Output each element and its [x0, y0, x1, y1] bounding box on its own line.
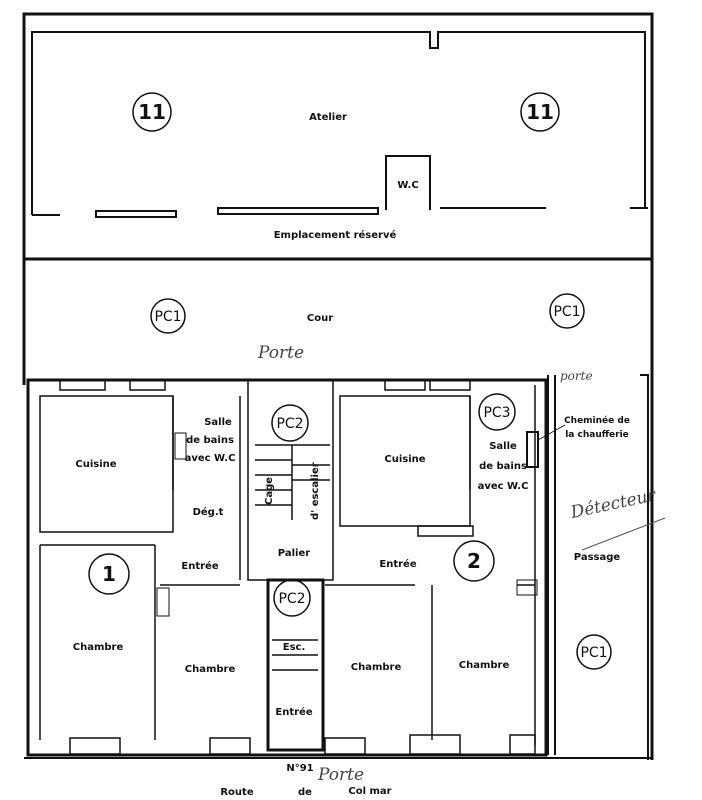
street-number: N°91	[286, 763, 313, 774]
street-name: Route	[220, 787, 253, 798]
bath-label: avec W.C	[478, 481, 529, 492]
unit-11-marker	[132, 92, 172, 132]
unit-number: 11	[526, 100, 554, 124]
landing-label: Palier	[278, 548, 310, 559]
bath-label: Salle	[489, 441, 517, 452]
interior-walls	[39, 379, 536, 755]
pc1-marker	[576, 634, 612, 670]
bath-label: Salle	[204, 417, 232, 428]
courtyard-label: Cour	[307, 313, 333, 324]
detector-arrow	[581, 517, 666, 551]
wc-label: W.C	[397, 180, 418, 191]
apartment-2-marker	[453, 540, 495, 582]
hall-label: Dég.t	[193, 506, 224, 518]
bath-label: de bains	[479, 461, 527, 472]
pc1-marker	[150, 298, 186, 334]
reserved-label: Emplacement réservé	[274, 229, 397, 241]
street-name: de	[298, 787, 312, 798]
pc1-label: PC1	[580, 645, 607, 661]
hatched-ducts	[156, 431, 539, 617]
bedroom-label: Chambre	[351, 662, 402, 673]
chimney	[526, 431, 539, 468]
kitchen-label: Cuisine	[384, 454, 425, 465]
pc2-label: PC2	[276, 416, 303, 432]
workshop-label: Atelier	[309, 112, 347, 123]
bedroom-label: Chambre	[459, 660, 510, 671]
passage-walls	[547, 374, 649, 760]
stair-label: Esc.	[283, 642, 306, 653]
bath-label: avec W.C	[185, 453, 236, 464]
pc1-label: PC1	[553, 304, 580, 320]
pc1-marker	[549, 293, 585, 329]
unit-number: 11	[138, 100, 166, 124]
kitchen-label: Cuisine	[75, 459, 116, 470]
passage-label: Passage	[574, 552, 621, 563]
unit-11-marker	[520, 92, 560, 132]
apartment-number: 1	[102, 562, 116, 586]
pc1-label: PC1	[154, 309, 181, 325]
pc2-label: PC2	[278, 591, 305, 607]
entry-label: Entrée	[181, 560, 218, 572]
entry-label: Entrée	[379, 558, 416, 570]
handwritten-note: porte	[560, 369, 593, 383]
pc3-label: PC3	[483, 405, 510, 421]
chimney-arrow	[537, 424, 566, 441]
stair-label: d' escalier	[310, 462, 321, 520]
handwritten-note: Porte	[317, 765, 364, 785]
street-name: Col mar	[348, 786, 391, 797]
workshop-walls	[31, 31, 648, 218]
pc2-marker	[271, 404, 309, 442]
apartment-1-marker	[88, 553, 130, 595]
stair-label: Cage	[264, 477, 275, 505]
chimney-label: la chaufferie	[565, 430, 629, 440]
handwritten-note: Porte	[257, 343, 304, 363]
apartment-number: 2	[467, 549, 481, 573]
bath-label: de bains	[186, 435, 234, 446]
bedroom-label: Chambre	[73, 642, 124, 653]
chimney-label: Cheminée de	[564, 415, 630, 426]
pc3-marker	[478, 393, 516, 431]
pc2-marker	[273, 579, 311, 617]
entry-label: Entrée	[275, 706, 312, 718]
workshop-outline	[22, 12, 654, 261]
bedroom-label: Chambre	[185, 664, 236, 675]
handwritten-note: Détecteur	[568, 485, 658, 523]
